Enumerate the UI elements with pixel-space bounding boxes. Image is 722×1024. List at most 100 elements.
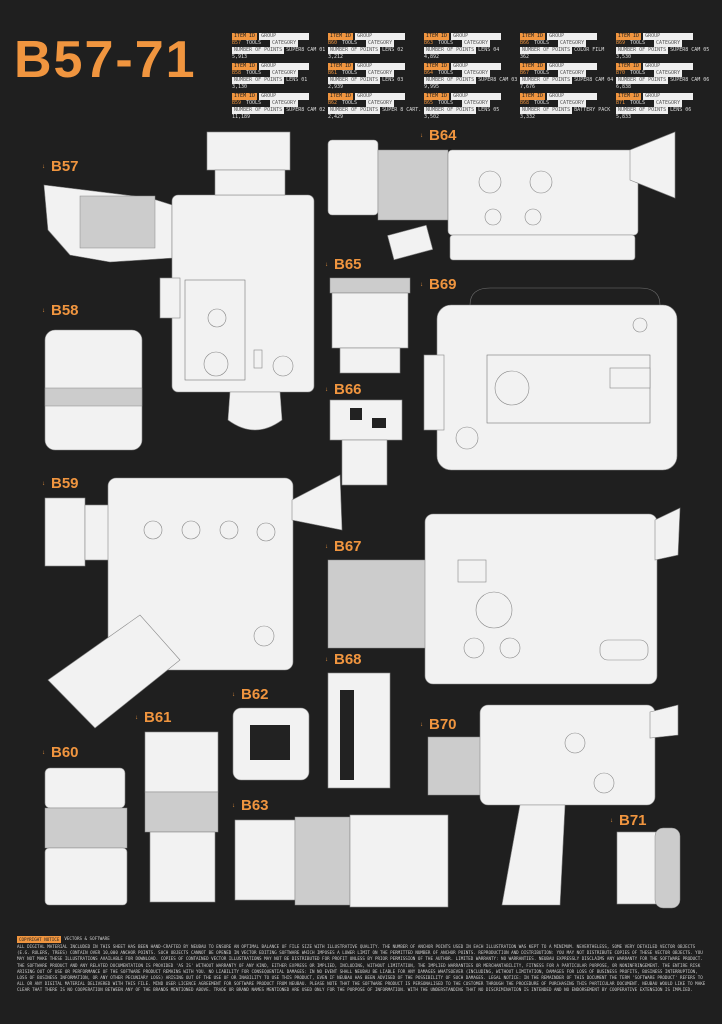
item-name: SUPER8 CAM 04 [574,77,614,83]
item-points: 2,939 [328,84,344,90]
label-b69: ↓B69 [420,276,457,293]
points-label: NUMBER OF POINTS [520,47,573,54]
item-group: TOOLS [438,100,454,106]
item-points: 7,676 [520,84,536,90]
category-label: CATEGORY [270,40,299,47]
points-label: NUMBER OF POINTS [232,107,285,114]
footer-tag: COPYRIGHT NOTICE [17,936,62,943]
id-label: ITEM ID [520,33,546,40]
item-id: B62 [328,100,338,106]
category-label: CATEGORY [654,70,683,77]
camera-b70 [427,704,679,906]
camera-b64 [327,131,676,261]
camera-b57 [43,131,315,431]
lens-b65 [329,277,411,374]
points-label: NUMBER OF POINTS [424,77,477,84]
arrow-icon: ↓ [610,818,613,824]
category-label: CATEGORY [462,100,491,107]
group-label: GROUP [643,33,694,40]
group-label: GROUP [355,93,406,100]
item-id: B68 [520,100,530,106]
item-name: LENS 02 [382,47,404,53]
points-label: NUMBER OF POINTS [328,77,381,84]
group-label: GROUP [547,33,598,40]
id-label: ITEM ID [616,33,642,40]
group-label: GROUP [451,93,502,100]
id-label: ITEM ID [328,63,354,70]
id-label: ITEM ID [424,33,450,40]
item-points: 5,833 [616,114,632,120]
camera-b67 [327,507,681,685]
item-id: B65 [424,100,434,106]
battery-b68 [327,672,391,789]
item-group: TOOLS [246,40,262,46]
points-label: NUMBER OF POINTS [520,107,573,114]
item-group: TOOLS [342,40,358,46]
lens-b60 [44,767,128,906]
item-group: TOOLS [534,70,550,76]
label-b70: ↓B70 [420,716,457,733]
item-name: LENS 06 [670,107,692,113]
item-points: 3,130 [232,84,248,90]
label-b66: ↓B66 [325,381,362,398]
arrow-icon: ↓ [232,803,235,809]
item-group: TOOLS [534,100,550,106]
label-b58: ↓B58 [42,302,79,319]
id-label: ITEM ID [520,93,546,100]
category-label: CATEGORY [366,100,395,107]
category-label: CATEGORY [462,40,491,47]
film-b66 [329,399,403,486]
group-label: GROUP [355,63,406,70]
lens-b71 [616,827,681,909]
item-points: 3,332 [520,114,536,120]
item-group: TOOLS [342,100,358,106]
category-label: CATEGORY [558,100,587,107]
arrow-icon: ↓ [420,282,423,288]
category-label: CATEGORY [654,40,683,47]
item-id: B63 [424,40,434,46]
id-label: ITEM ID [328,33,354,40]
item-points: 5,913 [232,54,248,60]
item-points: 6,838 [616,84,632,90]
item-name: LENS 01 [286,77,308,83]
category-label: CATEGORY [558,70,587,77]
arrow-icon: ↓ [325,544,328,550]
item-name: LENS 05 [478,107,500,113]
item-points: 2,429 [328,114,344,120]
group-label: GROUP [259,33,310,40]
points-label: NUMBER OF POINTS [424,107,477,114]
id-label: ITEM ID [520,63,546,70]
category-label: CATEGORY [366,40,395,47]
item-points: 9,995 [424,84,440,90]
item-id: B61 [328,70,338,76]
group-label: GROUP [547,63,598,70]
group-label: GROUP [643,93,694,100]
item-points: 3,212 [328,54,344,60]
points-label: NUMBER OF POINTS [616,77,669,84]
arrow-icon: ↓ [42,481,45,487]
item-group: TOOLS [438,70,454,76]
item-name: SUPER8 CAM 03 [478,77,518,83]
item-group: TOOLS [630,40,646,46]
label-b59: ↓B59 [42,475,79,492]
id-label: ITEM ID [424,93,450,100]
item-name: LENS 03 [382,77,404,83]
item-name: BATTERY PACK [574,107,611,113]
lens-b58 [44,329,143,451]
item-points: 362 [520,54,530,60]
arrow-icon: ↓ [325,657,328,663]
label-b65: ↓B65 [325,256,362,273]
footer-heading: VECTORS & SOFTWARE [64,936,110,942]
item-name: COLOR FILM [574,47,605,53]
item-name: SUPER8 CAM 05 [670,47,710,53]
